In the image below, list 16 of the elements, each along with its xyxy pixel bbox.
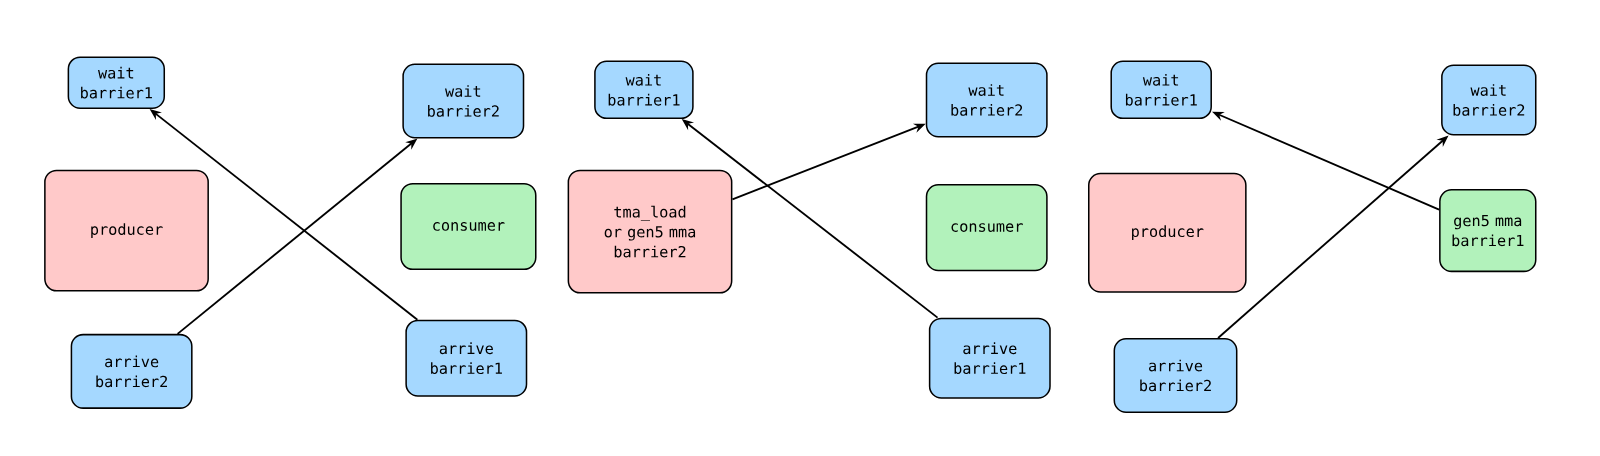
process-box: consumer [400,182,537,271]
barrier-box: wait barrier2 [402,63,525,139]
process-box: consumer [925,184,1048,272]
barrier-box: arrive barrier1 [928,317,1051,399]
process-box: gen5 mma barrier1 [1439,189,1537,273]
barrier-box: wait barrier1 [594,60,694,120]
barrier-box: wait barrier1 [67,56,166,109]
barrier-box: wait barrier2 [925,62,1048,138]
barrier-box: arrive barrier1 [405,319,528,397]
process-box: producer [44,169,209,292]
process-box: producer [1088,172,1247,293]
process-box: tma_load or gen5 mma barrier2 [567,169,733,294]
barrier-box: wait barrier2 [1441,64,1537,136]
barrier-box: wait barrier1 [1110,60,1212,120]
barrier-box: arrive barrier2 [70,333,193,409]
barrier-box: arrive barrier2 [1113,338,1238,413]
